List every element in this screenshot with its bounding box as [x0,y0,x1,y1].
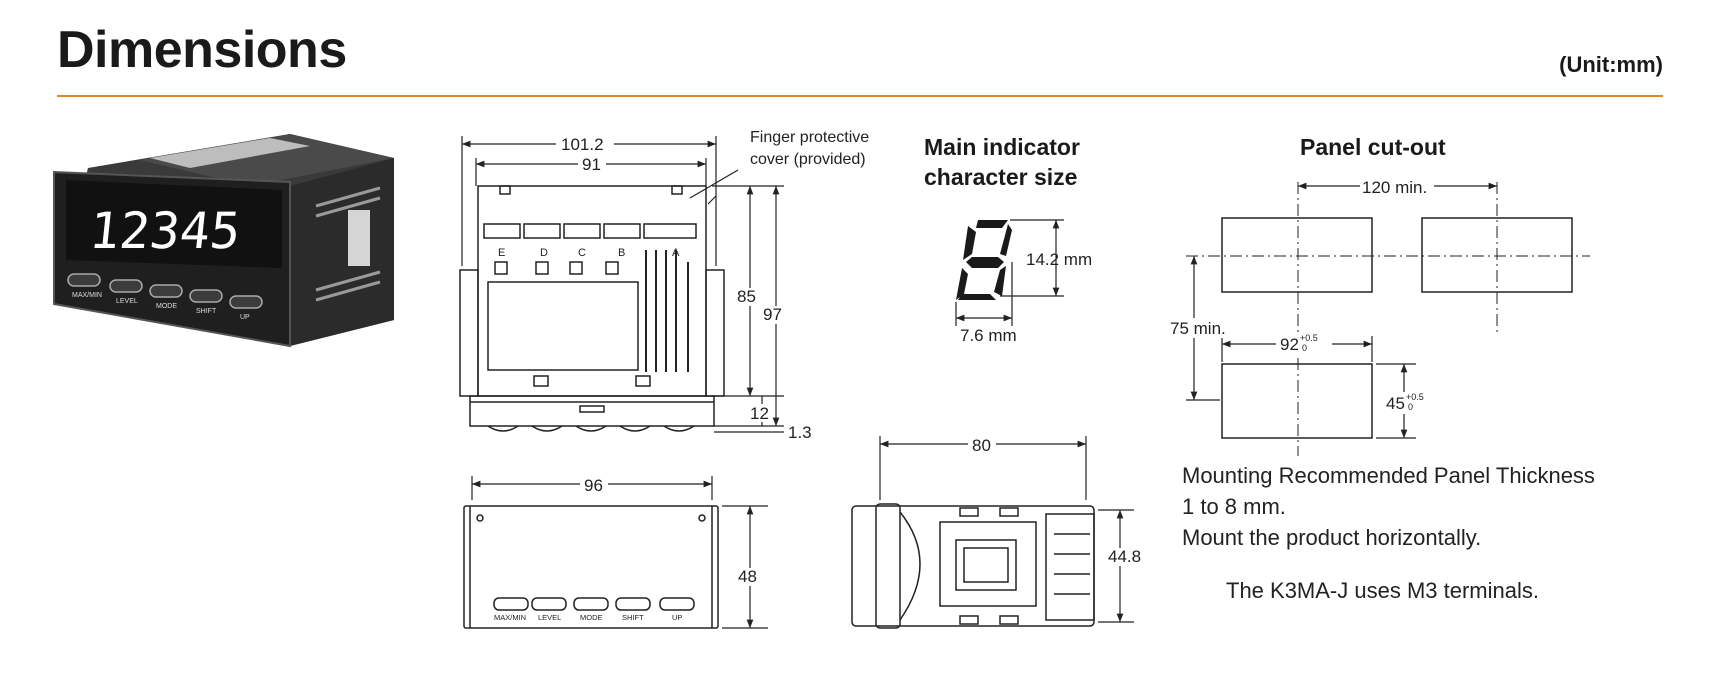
device-photo: 12345 [53,134,394,348]
dim-91: 91 [582,155,601,174]
cutout-width: 92 [1280,335,1299,354]
panel-cutout-title: Panel cut-out [1300,134,1446,160]
top-view-dims [879,436,1134,623]
device-photo-buttons: MAX/MIN LEVEL MODE SHIFT UP [67,273,263,321]
front-view [463,505,719,629]
dim-12: 12 [750,404,769,423]
char-width: 7.6 mm [960,326,1017,345]
side-view-dims [461,136,784,433]
char-height: 14.2 mm [1026,250,1092,269]
seven-segment-digit [956,220,1012,300]
photo-btn-level: LEVEL [116,298,138,305]
front-view-dims [471,476,768,629]
cutout-h-pitch: 120 min. [1362,178,1427,197]
char-size-title: Main indicator character size [924,134,1080,190]
dim-97: 97 [763,305,782,324]
top-view [851,503,1095,629]
photo-btn-shift: SHIFT [196,308,217,315]
cutout-height: 45 [1386,394,1405,413]
photo-btn-maxmin: MAX/MIN [72,292,102,299]
photo-btn-mode: MODE [156,303,177,310]
char-size-dims [955,219,1064,326]
terminal-letters: E D C B A [498,247,680,259]
cutout-width-tol: +0.5 0 [1300,333,1320,353]
terminals-note: The K3MA-J uses M3 terminals. [1226,578,1539,603]
side-view [459,185,725,432]
title-divider [57,95,1663,97]
cutout-dims [1186,182,1497,439]
cutout-height-tol: +0.5 0 [1406,392,1426,412]
dim-96: 96 [584,476,603,495]
photo-btn-up: UP [240,314,250,321]
cutout-centerlines [1186,182,1590,456]
finger-cover-note: Finger protective cover (provided) [750,129,874,168]
mounting-note: Mounting Recommended Panel Thickness 1 t… [1182,463,1595,550]
svg-text:MAX/MIN LEVEL MODE: MAX/MIN LEVEL MODE SHIFT UP [72,292,250,321]
device-display-digits: 12345 [87,201,244,260]
dim-101-2: 101.2 [561,135,604,154]
dim-1-3: 1.3 [788,423,812,442]
dim-85: 85 [737,287,756,306]
page-title: Dimensions [57,21,347,79]
unit-label: (Unit:mm) [1559,52,1663,77]
cutout-v-pitch: 75 min. [1170,319,1226,338]
dim-44-8: 44.8 [1108,547,1141,566]
front-view-buttons: MAX/MIN LEVEL MODE SHIFT UP [494,613,682,622]
dim-80: 80 [972,436,991,455]
dim-48: 48 [738,567,757,586]
